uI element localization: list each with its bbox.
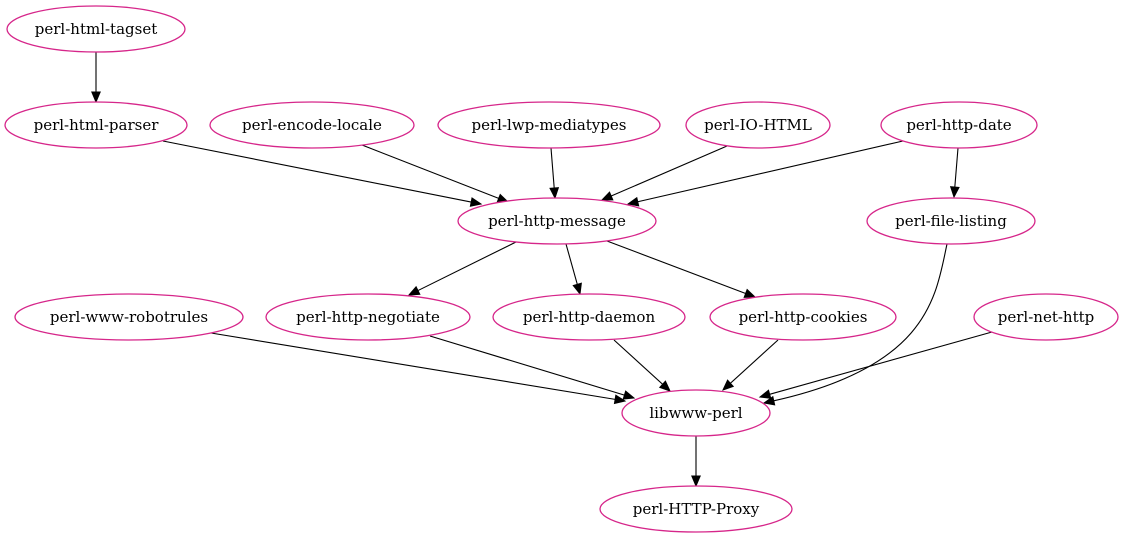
node-perl-net-http: perl-net-http	[973, 293, 1119, 341]
edge-perl-encode-locale-to-perl-http-message	[361, 144, 510, 203]
node-ellipse	[209, 101, 415, 149]
arrowhead	[600, 191, 614, 201]
edge-perl-net-http-to-libwww-perl	[758, 331, 993, 399]
edges-layer	[91, 52, 993, 488]
node-label: perl-encode-locale	[242, 116, 382, 134]
node-label: perl-IO-HTML	[704, 116, 812, 134]
arrowhead	[407, 285, 421, 296]
nodes-layer: perl-html-tagset perl-html-parser perl-enc…	[4, 5, 1119, 533]
arrowhead	[549, 187, 560, 200]
node-label: perl-HTTP-Proxy	[633, 500, 760, 518]
edge-perl-html-parser-to-perl-http-message	[162, 140, 483, 207]
node-label: perl-http-cookies	[739, 308, 868, 326]
node-ellipse	[973, 293, 1119, 341]
node-perl-http-date: perl-http-date	[880, 101, 1038, 149]
node-label: perl-file-listing	[895, 212, 1007, 230]
arrowhead	[572, 282, 582, 296]
edge-line	[610, 145, 728, 197]
node-perl-http-daemon: perl-http-daemon	[492, 293, 686, 341]
edge-perl-http-message-to-perl-http-daemon	[565, 243, 582, 296]
edge-line	[606, 240, 746, 294]
node-ellipse	[492, 293, 686, 341]
arrowhead	[758, 389, 772, 399]
node-perl-www-robotrules: perl-www-robotrules	[14, 293, 244, 341]
edge-line	[613, 339, 663, 385]
arrowhead	[469, 197, 483, 207]
node-label: perl-http-daemon	[523, 308, 656, 326]
edge-perl-http-date-to-perl-file-listing	[949, 147, 960, 199]
edge-line	[954, 147, 959, 188]
arrowhead	[949, 186, 960, 199]
node-perl-encode-locale: perl-encode-locale	[209, 101, 415, 149]
node-perl-IO-HTML: perl-IO-HTML	[685, 101, 831, 149]
node-ellipse	[685, 101, 831, 149]
arrowhead	[722, 379, 735, 391]
edge-perl-http-date-to-perl-http-message	[626, 140, 904, 207]
node-label: perl-net-http	[998, 308, 1094, 326]
arrowhead	[622, 390, 636, 400]
arrowhead	[658, 380, 671, 392]
edge-line	[162, 140, 472, 203]
node-ellipse	[866, 197, 1036, 245]
node-label: perl-html-tagset	[35, 20, 157, 38]
node-ellipse	[6, 5, 186, 53]
arrowhead	[626, 196, 640, 207]
edge-perl-html-tagset-to-perl-html-parser	[91, 52, 101, 104]
node-ellipse	[14, 293, 244, 341]
node-label: perl-www-robotrules	[50, 308, 208, 326]
node-perl-http-cookies: perl-http-cookies	[709, 293, 897, 341]
node-label: perl-http-message	[488, 212, 626, 230]
edge-line	[637, 140, 904, 203]
edge-perl-www-robotrules-to-libwww-perl	[210, 332, 627, 405]
arrowhead	[91, 91, 101, 104]
node-ellipse	[437, 101, 661, 149]
edge-line	[210, 332, 616, 400]
edge-line	[730, 339, 779, 384]
edge-line	[417, 241, 517, 292]
arrowhead	[691, 475, 701, 488]
edge-line	[361, 144, 499, 199]
node-ellipse	[880, 101, 1038, 149]
node-perl-HTTP-Proxy: perl-HTTP-Proxy	[599, 485, 793, 533]
node-label: perl-http-negotiate	[296, 308, 440, 326]
node-ellipse	[709, 293, 897, 341]
edge-line	[429, 335, 625, 396]
node-perl-lwp-mediatypes: perl-lwp-mediatypes	[437, 101, 661, 149]
edge-libwww-perl-to-perl-HTTP-Proxy	[691, 436, 701, 488]
node-perl-file-listing: perl-file-listing	[866, 197, 1036, 245]
edge-line	[565, 243, 578, 285]
edge-perl-http-negotiate-to-libwww-perl	[429, 335, 636, 400]
node-label: perl-http-date	[906, 116, 1011, 134]
node-perl-html-parser: perl-html-parser	[4, 101, 188, 149]
node-libwww-perl: libwww-perl	[621, 389, 771, 437]
edge-perl-http-daemon-to-libwww-perl	[613, 339, 671, 392]
edge-line	[550, 147, 555, 189]
edge-line	[773, 243, 948, 402]
node-ellipse	[457, 197, 657, 245]
edge-perl-http-cookies-to-libwww-perl	[722, 339, 779, 391]
arrowhead	[743, 288, 757, 298]
edge-perl-http-message-to-perl-http-cookies	[606, 240, 757, 298]
node-label: perl-html-parser	[34, 116, 160, 134]
node-perl-http-message: perl-http-message	[457, 197, 657, 245]
node-perl-http-negotiate: perl-http-negotiate	[265, 293, 471, 341]
node-ellipse	[599, 485, 793, 533]
edge-perl-lwp-mediatypes-to-perl-http-message	[549, 147, 560, 200]
edge-perl-http-message-to-perl-http-negotiate	[407, 241, 517, 296]
arrowhead	[762, 395, 776, 406]
node-ellipse	[265, 293, 471, 341]
node-label: perl-lwp-mediatypes	[472, 116, 627, 134]
node-ellipse	[621, 389, 771, 437]
edge-line	[769, 331, 993, 395]
edge-perl-file-listing-to-libwww-perl	[762, 243, 948, 406]
node-perl-html-tagset: perl-html-tagset	[6, 5, 186, 53]
node-ellipse	[4, 101, 188, 149]
edge-perl-IO-HTML-to-perl-http-message	[600, 145, 728, 201]
node-label: libwww-perl	[649, 404, 742, 422]
arrowhead	[613, 394, 627, 405]
